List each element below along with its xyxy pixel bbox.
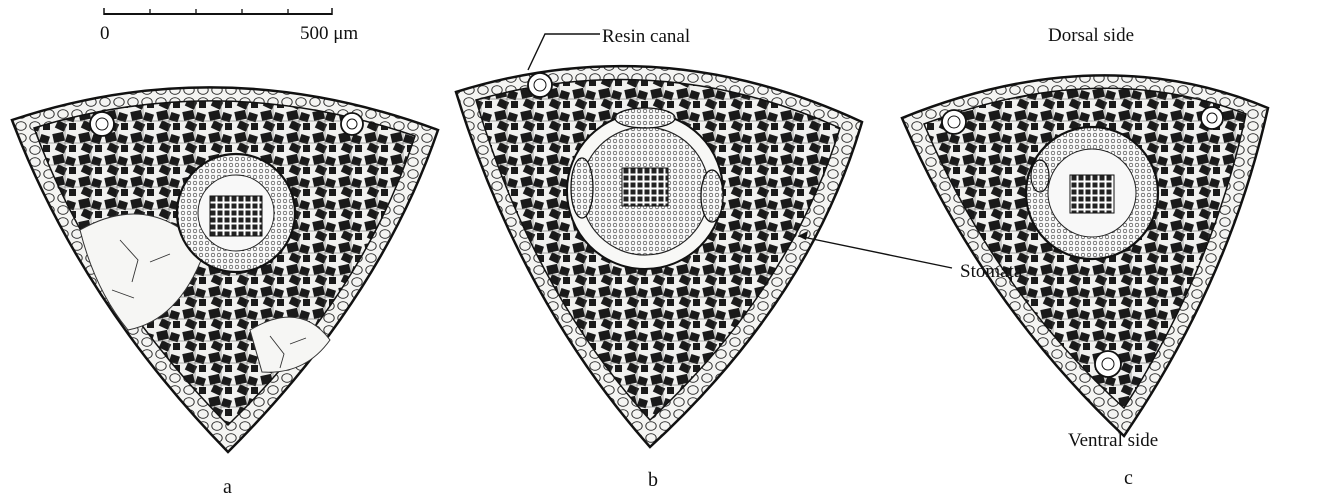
stomata-label: Stomata	[960, 262, 1022, 281]
stomata-leader	[798, 231, 952, 268]
cross-section-b	[456, 66, 862, 447]
panel-label-b: b	[648, 470, 658, 490]
scale-bar	[104, 8, 332, 15]
dorsal-side-label: Dorsal side	[1048, 26, 1134, 45]
cross-section-c	[902, 75, 1268, 436]
resin-canal-label: Resin canal	[602, 27, 690, 46]
ventral-side-label: Ventral side	[1068, 431, 1158, 450]
scale-bar-start-label: 0	[100, 24, 110, 43]
panel-label-a: a	[223, 477, 232, 497]
cross-section-a	[12, 87, 438, 452]
scale-bar-end-label: 500 μm	[300, 24, 358, 43]
panel-label-c: c	[1124, 468, 1133, 488]
resin-canal-leader	[528, 34, 600, 70]
